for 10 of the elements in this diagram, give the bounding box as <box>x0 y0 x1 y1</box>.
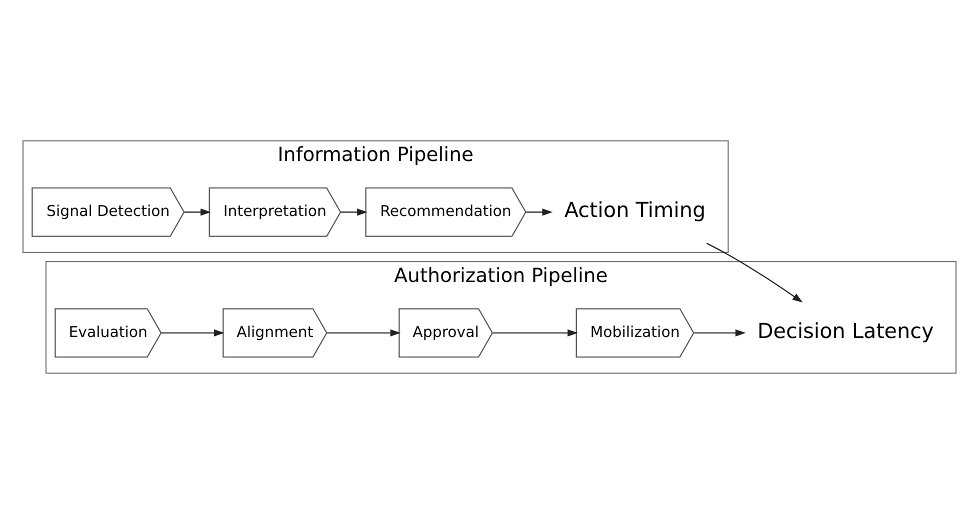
node-text: Action Timing <box>564 198 706 222</box>
arrow <box>340 208 368 216</box>
arrow <box>161 329 224 337</box>
node-text: Decision Latency <box>757 318 934 343</box>
arrow <box>492 329 578 337</box>
arrow <box>184 208 211 216</box>
arrow <box>526 208 553 216</box>
arrow <box>706 242 803 302</box>
arrow <box>327 329 401 337</box>
arrow <box>694 329 746 337</box>
